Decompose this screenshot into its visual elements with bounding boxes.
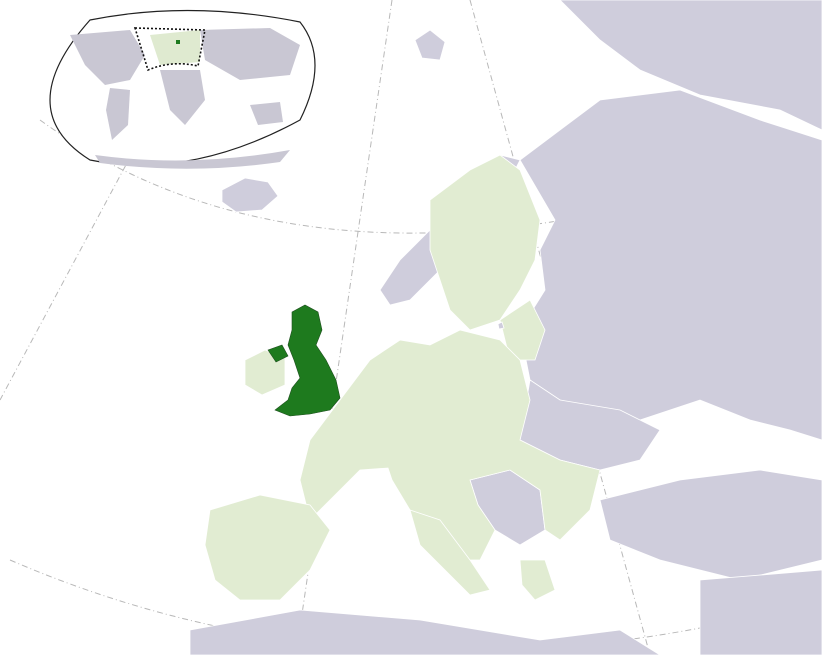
region-greece (519, 559, 556, 601)
region-continental-eu (299, 329, 601, 561)
region-ireland (244, 349, 286, 396)
region-svalbard (414, 29, 446, 61)
inset-australia (250, 102, 283, 125)
inset-asia (200, 28, 300, 80)
region-turkey-caucasus (599, 469, 822, 581)
inset-locator-frame (133, 27, 206, 72)
graticule-meridian-2 (0, 119, 151, 401)
region-north-africa (189, 609, 661, 655)
inset-south-america (106, 88, 130, 140)
inset-north-america (70, 30, 145, 85)
region-italy (409, 509, 491, 596)
region-iberia (204, 494, 331, 601)
region-iceland (221, 177, 279, 213)
region-arctic-north (559, 0, 822, 131)
region-faroe (497, 321, 505, 330)
region-scandinavia-eu (429, 154, 541, 331)
region-middle-east (699, 569, 822, 655)
eu-land (204, 154, 601, 601)
highlighted-country (267, 304, 341, 417)
highlighted-country-ni (267, 344, 289, 363)
region-russia (519, 89, 822, 441)
inset-world-locator (49, 9, 316, 169)
inset-europe (150, 30, 200, 65)
highlighted-country-main (274, 304, 341, 417)
globe-locator-icon (176, 40, 180, 44)
inset-antarctica (95, 150, 290, 169)
inset-africa (160, 70, 205, 125)
